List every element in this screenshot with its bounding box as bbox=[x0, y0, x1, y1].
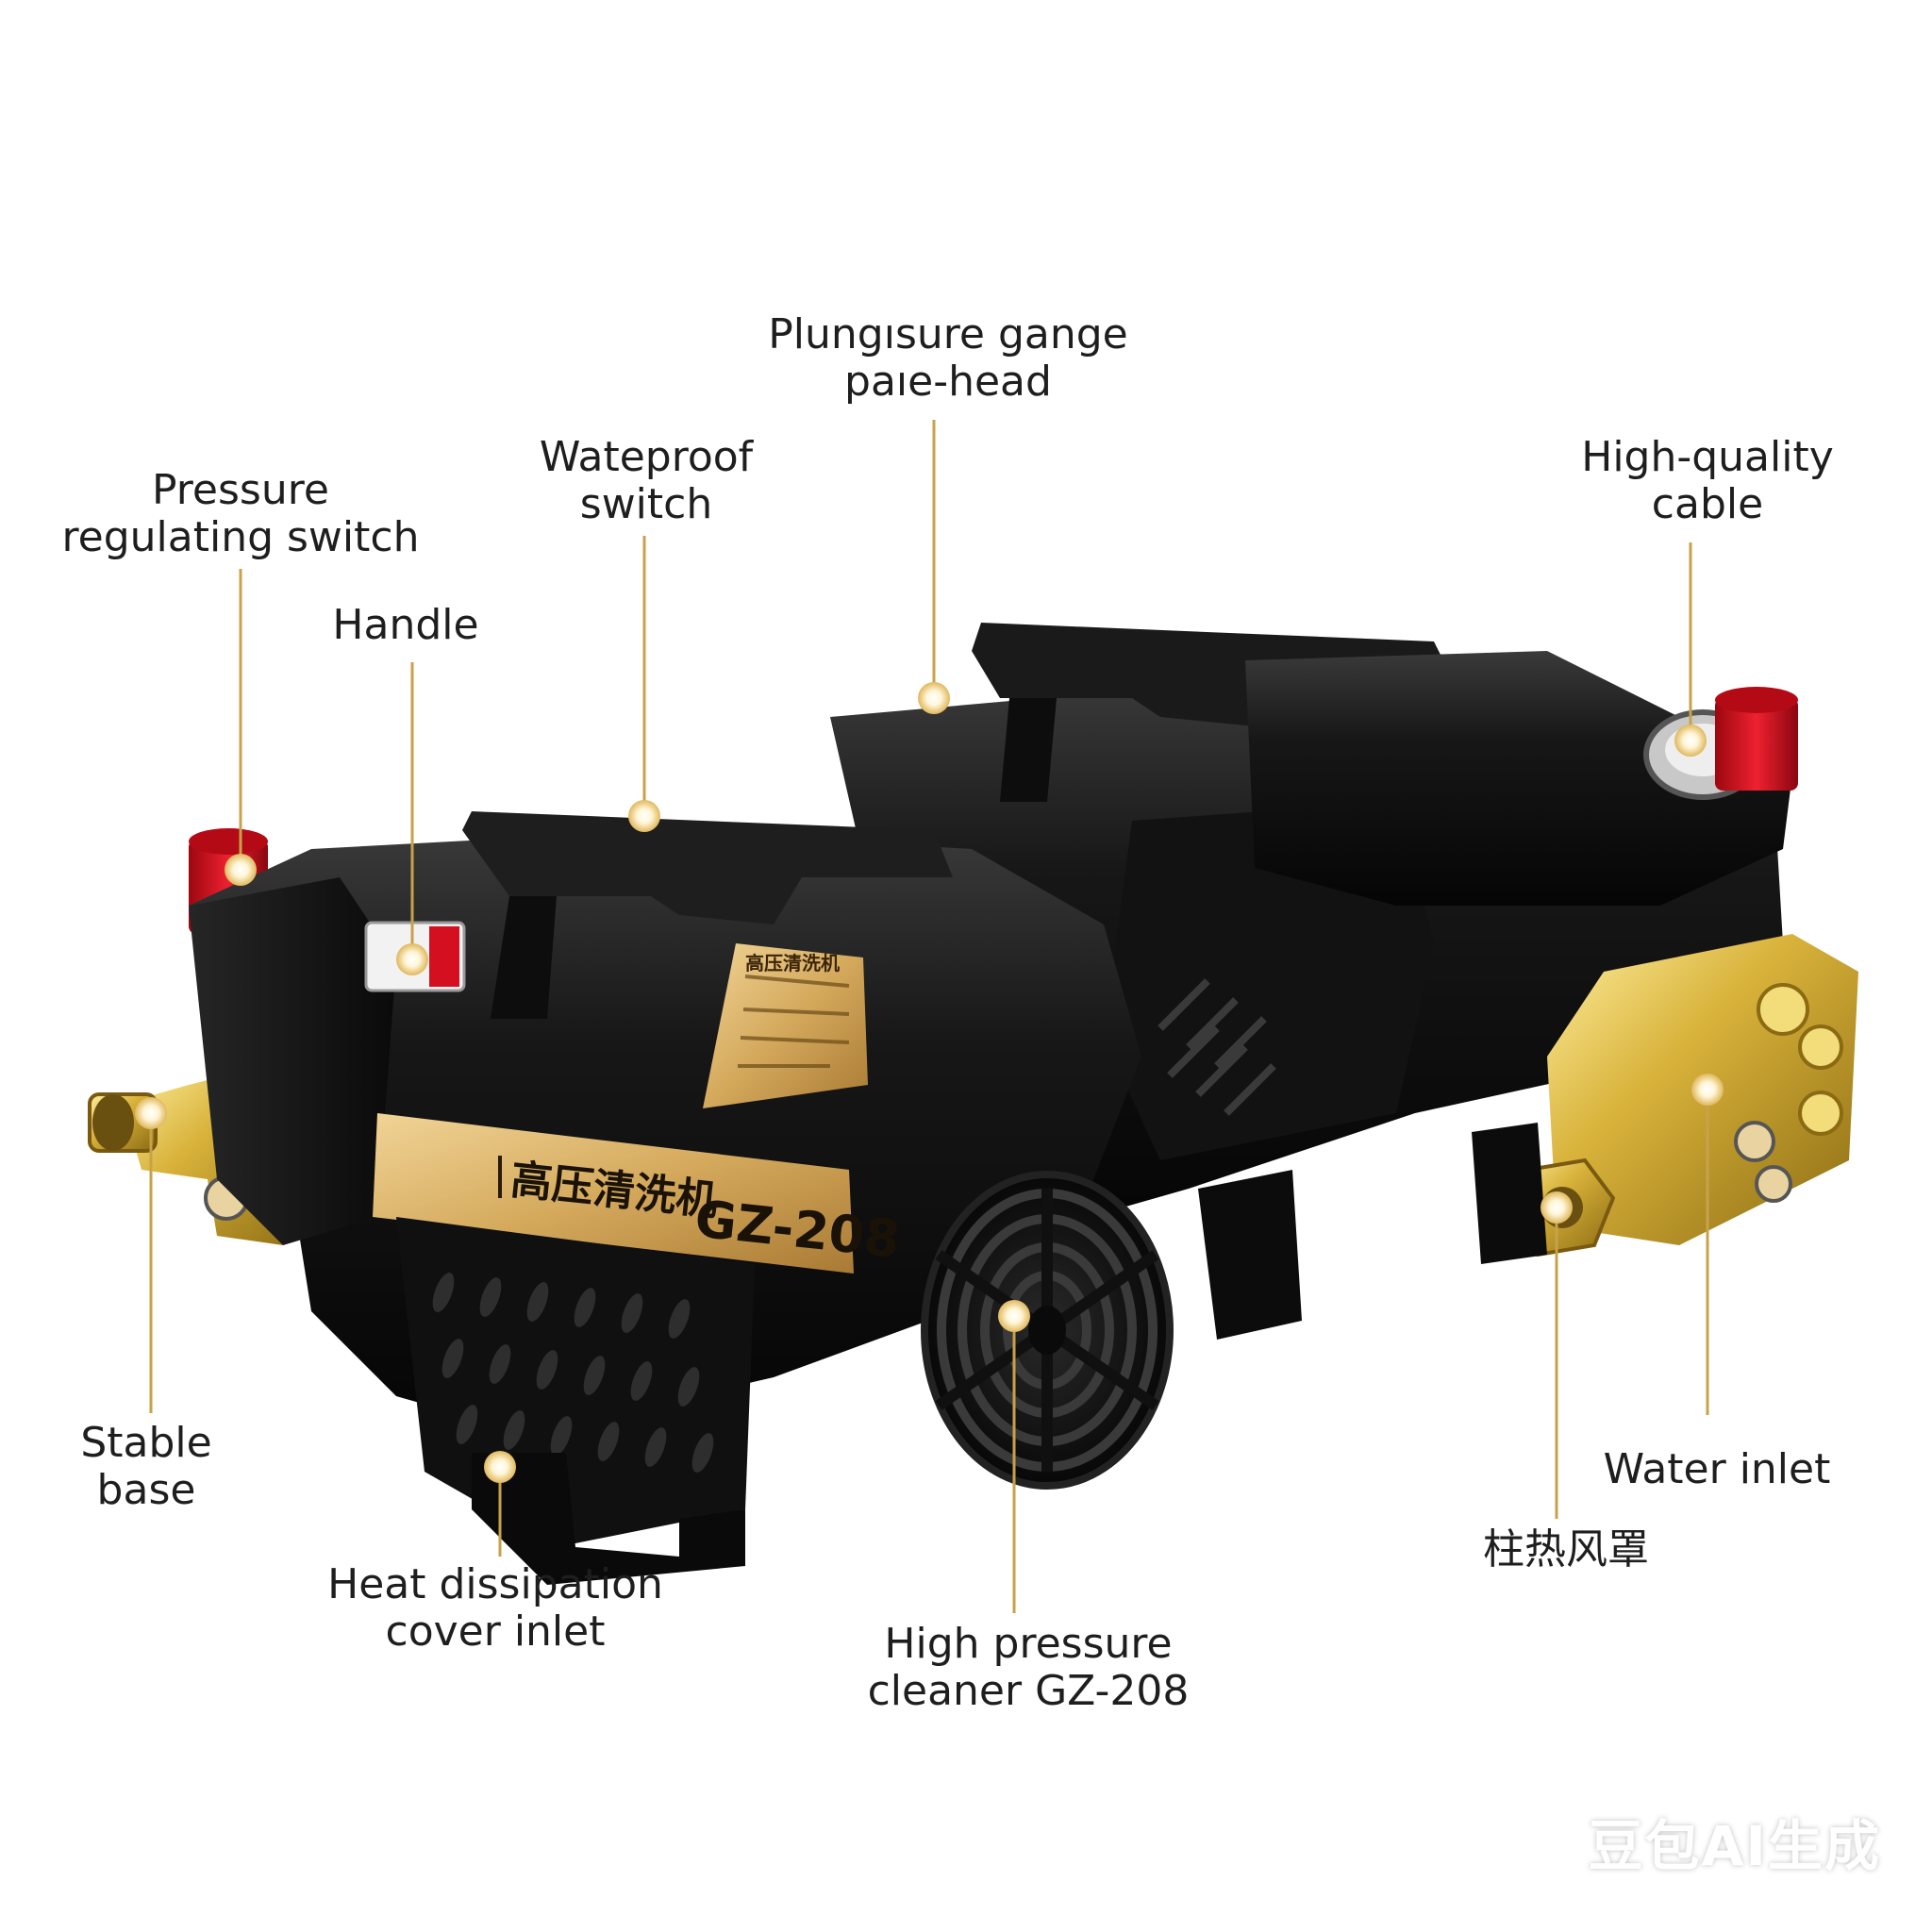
ai-watermark: 豆包AI生成 bbox=[1588, 1814, 1881, 1878]
dot-heat-dissipation bbox=[484, 1451, 516, 1483]
dot-water-inlet bbox=[1691, 1074, 1724, 1106]
dot-waterproof-switch bbox=[628, 800, 660, 832]
dot-pressure-regulating-switch bbox=[225, 854, 257, 886]
label-handle: Handle bbox=[332, 601, 479, 649]
nameplate-heading: 高压清洗机 bbox=[745, 952, 840, 974]
label-water-inlet: Water inlet bbox=[1603, 1445, 1831, 1493]
dot-high-quality-cable bbox=[1674, 724, 1707, 757]
leader-lines bbox=[149, 420, 1709, 1613]
dot-handle bbox=[396, 943, 428, 975]
dot-heat-fan-cover-cn bbox=[1541, 1191, 1573, 1224]
label-heat-fan-cover-cn: 柱热风罩 bbox=[1483, 1525, 1649, 1574]
dot-high-pressure-cleaner bbox=[998, 1300, 1030, 1332]
callout-dots bbox=[135, 682, 1724, 1483]
dot-plunger-pump-head bbox=[918, 682, 950, 714]
dot-stable-base bbox=[135, 1097, 167, 1129]
